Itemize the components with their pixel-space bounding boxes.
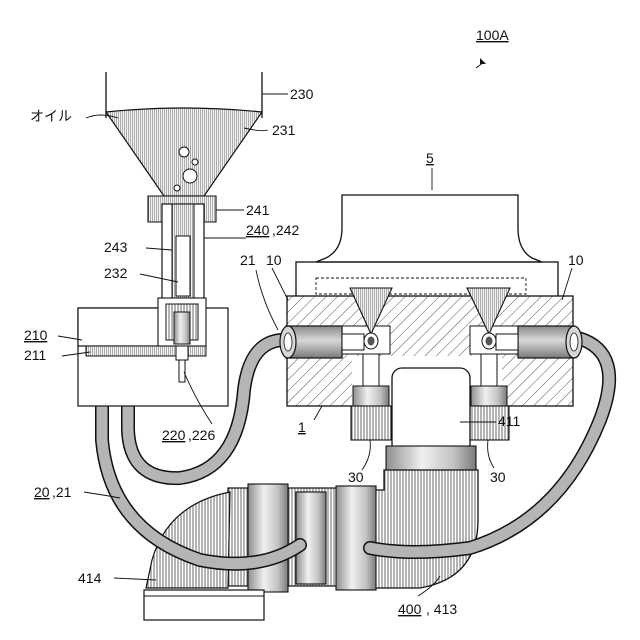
label-220: 220 — [162, 427, 186, 443]
label-5: 5 — [426, 150, 434, 166]
label-21-top: 21 — [240, 252, 256, 268]
label-20: 20 — [34, 484, 50, 500]
label-21-lower: ,21 — [52, 484, 72, 500]
label-411: 411 — [498, 413, 521, 429]
label-226: ,226 — [188, 427, 215, 443]
label-oil: オイル — [30, 108, 72, 124]
label-232: 232 — [104, 265, 128, 281]
label-230: 230 — [290, 86, 314, 102]
machine-5 — [296, 195, 558, 302]
label-243: 243 — [104, 239, 128, 255]
label-30-right: 30 — [490, 469, 506, 485]
label-231: 231 — [272, 122, 296, 138]
oil-tank-230 — [106, 72, 262, 196]
label-10-left: 10 — [266, 252, 282, 268]
label-241: 241 — [246, 202, 270, 218]
label-414: 414 — [78, 570, 102, 586]
label-1: 1 — [298, 419, 306, 435]
label-210: 210 — [24, 327, 48, 343]
tube-240 — [162, 204, 204, 308]
label-figure-id: 100A — [476, 27, 509, 43]
arrow-icon — [480, 58, 486, 64]
label-413: , 413 — [426, 601, 457, 617]
label-10-right: 10 — [568, 252, 584, 268]
label-240: 240 — [246, 222, 270, 238]
label-30-left: 30 — [348, 469, 364, 485]
label-400: 400 — [398, 601, 422, 617]
label-242: ,242 — [272, 222, 299, 238]
label-211: 211 — [24, 347, 47, 363]
